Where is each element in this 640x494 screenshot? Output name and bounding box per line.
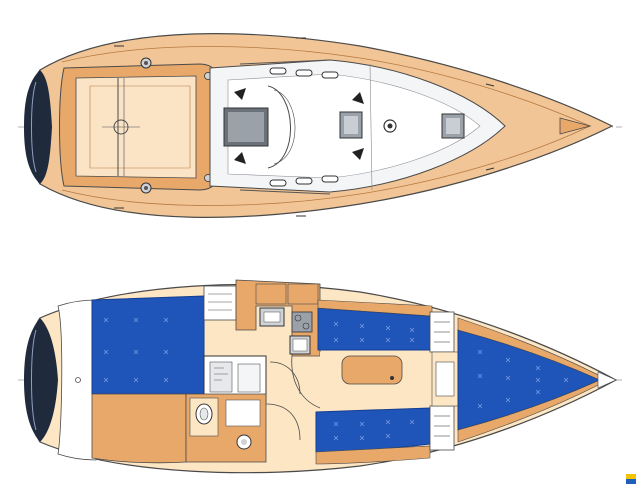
galley-sink-icon (259, 307, 311, 355)
galley-stove-icon (291, 311, 313, 333)
deck-hatch-icon (339, 111, 465, 139)
transom-dark (24, 70, 52, 184)
saloon-table (341, 355, 403, 385)
aft-berth (91, 295, 205, 395)
companionway-steps (203, 285, 237, 321)
aft-cabin-storage (91, 393, 187, 464)
toilet-icon (195, 403, 213, 425)
steering-wheel-icon (102, 78, 140, 176)
interior-layout (18, 279, 622, 474)
forward-bulkhead-lower (429, 405, 455, 451)
portlights (269, 67, 339, 187)
flag-icon (626, 474, 636, 484)
saloon-settee-port (315, 407, 431, 453)
upholstery-stitching (103, 317, 169, 383)
deck-plan (18, 33, 622, 218)
cleats (114, 37, 495, 217)
washbasin-icon (236, 434, 252, 450)
